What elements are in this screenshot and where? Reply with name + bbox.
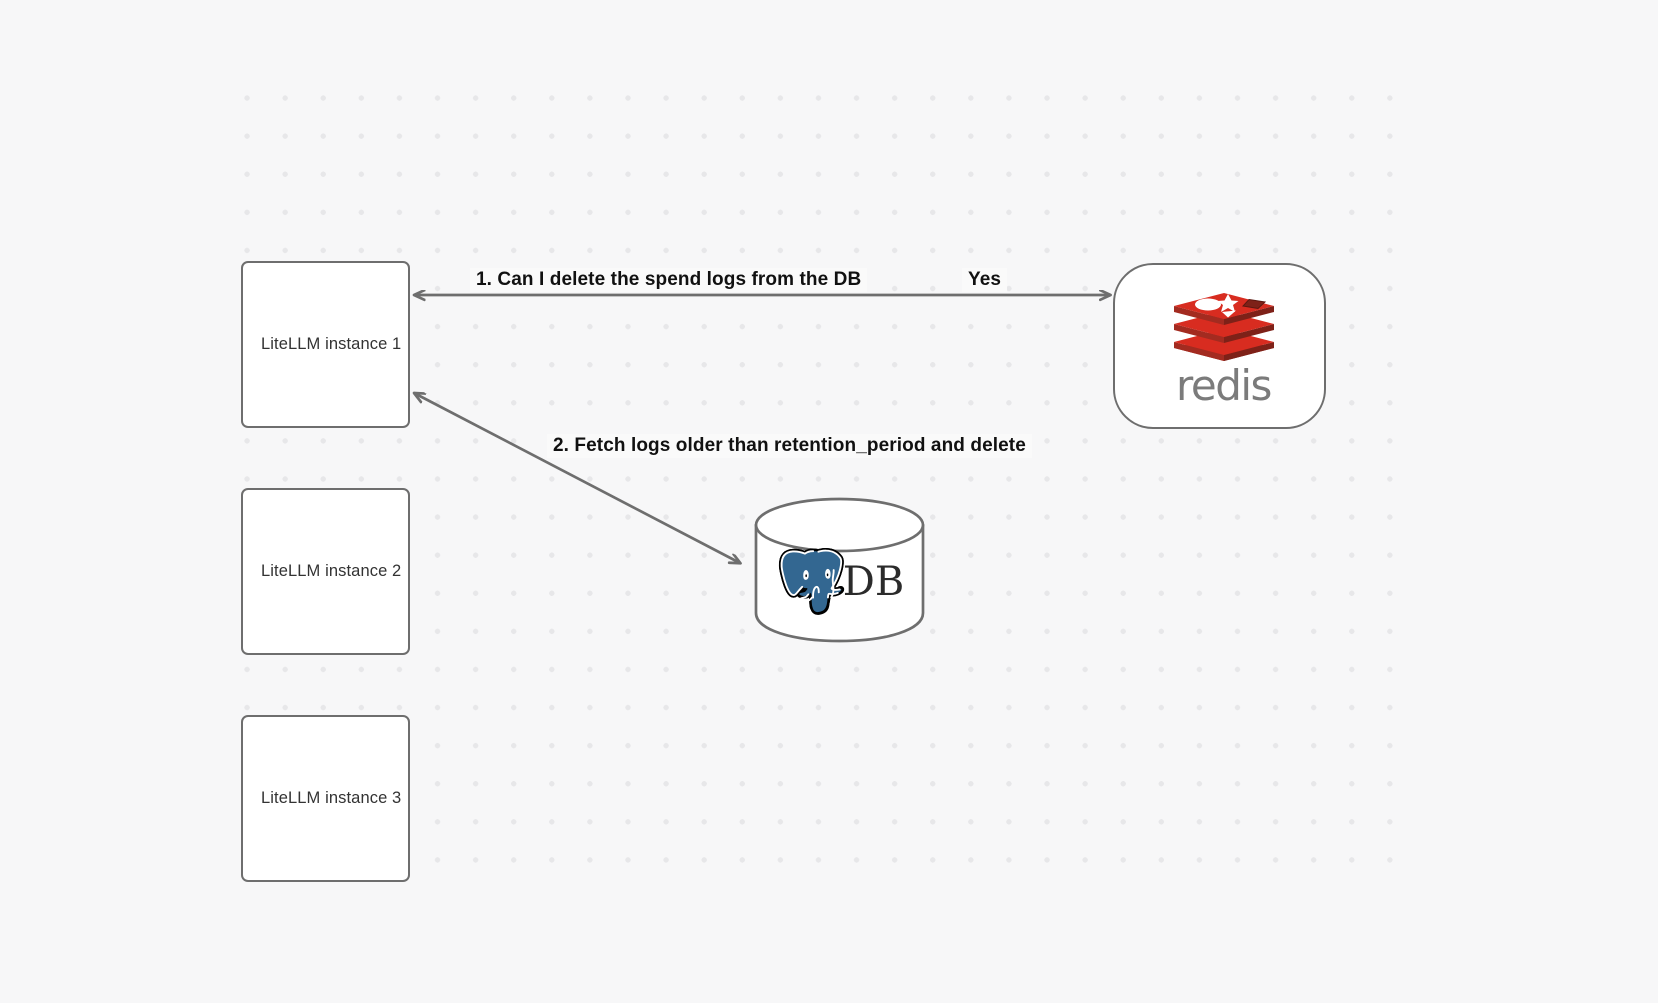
node-litellm-instance-2-label: LiteLLM instance 2 xyxy=(261,562,402,580)
node-litellm-instance-1-label: LiteLLM instance 1 xyxy=(261,335,402,353)
edge-litellm1-db xyxy=(414,393,740,563)
redis-logo-icon xyxy=(1173,293,1274,361)
database-label: DB xyxy=(842,559,905,605)
edge-label-step-2: 2. Fetch logs older than retention_perio… xyxy=(547,434,1032,458)
node-litellm-instance-3[interactable]: LiteLLM instance 3 xyxy=(241,715,410,882)
postgresql-elephant-icon xyxy=(778,548,844,615)
redis-logo-group: redis xyxy=(1170,285,1278,407)
redis-wordmark: redis xyxy=(1176,361,1272,410)
node-litellm-instance-2[interactable]: LiteLLM instance 2 xyxy=(241,488,410,655)
node-litellm-instance-1[interactable]: LiteLLM instance 1 xyxy=(241,261,410,428)
edge-label-yes: Yes xyxy=(962,268,1008,292)
node-redis[interactable]: redis xyxy=(1113,263,1326,429)
edge-label-step-1: 1. Can I delete the spend logs from the … xyxy=(470,268,868,292)
node-litellm-instance-3-label: LiteLLM instance 3 xyxy=(261,789,402,807)
database-logo-group: DB xyxy=(754,527,925,637)
node-database[interactable]: DB xyxy=(754,489,925,650)
